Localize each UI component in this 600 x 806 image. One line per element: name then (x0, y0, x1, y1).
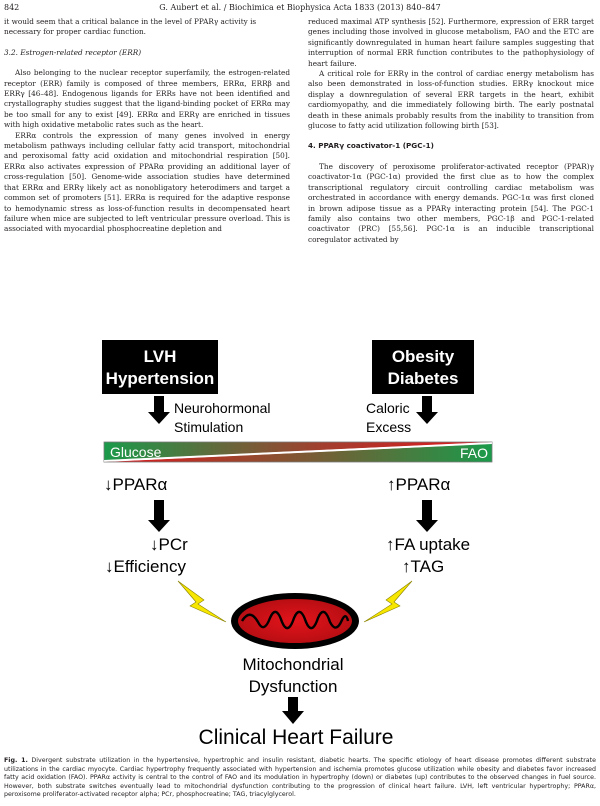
glucose-wedge (104, 442, 492, 460)
bottom-arrow (282, 697, 304, 724)
left-mid-arrow (148, 500, 170, 532)
clinical-heart-failure-label: Clinical Heart Failure (199, 726, 394, 748)
dysfunction-label: Dysfunction (249, 677, 338, 696)
neurohormonal-label: Neurohormonal (174, 400, 271, 416)
right-mid-arrow (416, 500, 438, 532)
figure-caption-text: Divergent substrate utilization in the h… (4, 757, 596, 799)
substrate-wedge (103, 441, 493, 463)
figure-diagram: LVH Hypertension Obesity Diabetes Neuroh… (102, 340, 493, 749)
diabetes-label: Diabetes (388, 369, 459, 388)
fa-uptake-label: ↑FA uptake (386, 535, 470, 554)
err-paragraph-1: Also belonging to the nuclear receptor s… (4, 68, 290, 130)
section-heading-err: 3.2. Estrogen-related receptor (ERR) (4, 47, 142, 57)
figure-label: Fig. 1. (4, 757, 28, 764)
section-heading-pgc1: 4. PPARγ coactivator-1 (PGC-1) (308, 141, 434, 151)
obesity-diabetes-box (372, 340, 474, 394)
right-paragraph-2: A critical role for ERRγ in the control … (308, 69, 594, 131)
obesity-label: Obesity (392, 347, 455, 366)
ppara-up-label: ↑PPARα (387, 475, 451, 494)
err-paragraph-2: ERRα controls the expression of many gen… (4, 130, 290, 234)
fao-wedge (104, 444, 492, 462)
right-paragraph-3: The discovery of peroxisome proliferator… (308, 161, 594, 244)
fao-label: FAO (460, 445, 488, 461)
figure-caption: Fig. 1. Divergent substrate utilization … (4, 757, 596, 800)
mitochondrial-label: Mitochondrial (242, 655, 343, 674)
mitochondrion-icon (231, 593, 359, 649)
right-lightning-icon (363, 580, 413, 623)
page-header: 842 G. Aubert et al. / Biochimica et Bio… (0, 0, 600, 14)
glucose-label: Glucose (110, 444, 162, 460)
intro-line-1: it would seem that a critical balance in… (4, 17, 257, 26)
pcr-label: ↓PCr (150, 535, 188, 554)
right-column: reduced maximal ATP synthesis [52]. Furt… (308, 17, 594, 245)
left-lightning-icon (177, 580, 227, 623)
right-paragraph-1: reduced maximal ATP synthesis [52]. Furt… (308, 17, 594, 68)
left-top-arrow (148, 396, 170, 424)
lvh-hypertension-box (102, 340, 218, 394)
efficiency-label: ↓Efficiency (105, 557, 186, 576)
ppara-down-label: ↓PPARα (104, 475, 168, 494)
stimulation-label: Stimulation (174, 419, 243, 435)
page-number: 842 (4, 3, 20, 12)
hypertension-label: Hypertension (106, 369, 215, 388)
tag-label: ↑TAG (402, 557, 444, 576)
journal-citation: G. Aubert et al. / Biochimica et Biophys… (159, 3, 441, 12)
figure-1: LVH Hypertension Obesity Diabetes Neuroh… (0, 338, 600, 749)
excess-label: Excess (366, 419, 411, 435)
left-column: it would seem that a critical balance in… (4, 17, 290, 235)
caloric-label: Caloric (366, 400, 410, 416)
right-top-arrow (416, 396, 438, 424)
lvh-label: LVH (144, 347, 177, 366)
intro-line-2: necessary for proper cardiac function. (4, 27, 146, 37)
